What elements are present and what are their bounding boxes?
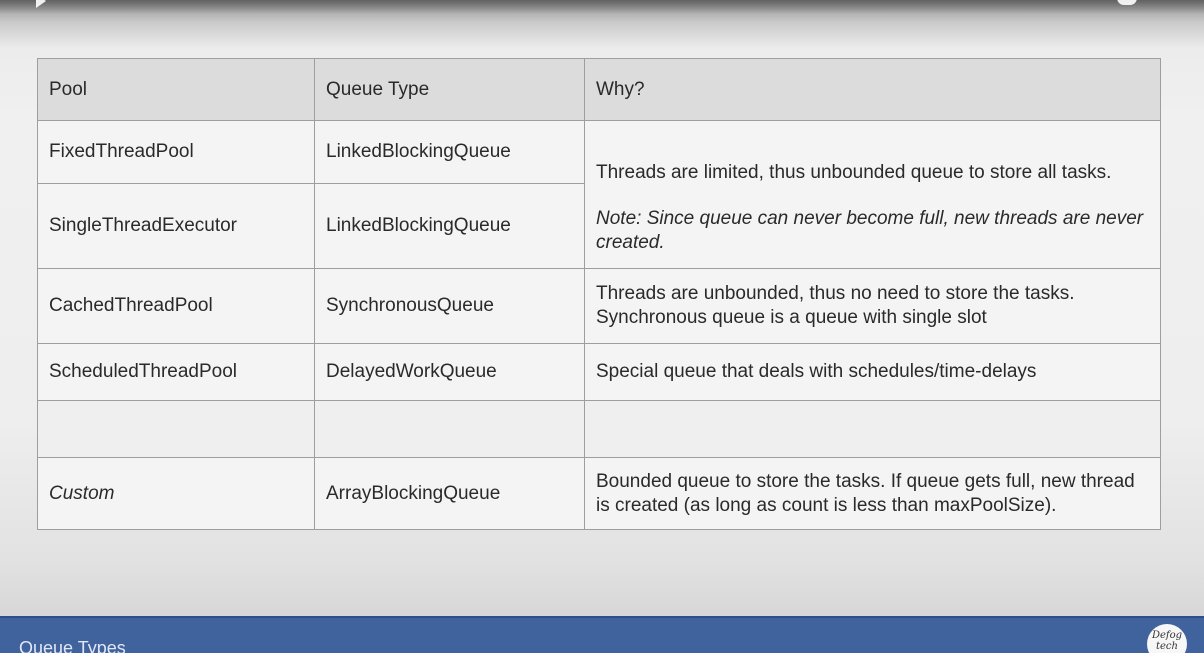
queue-cell: LinkedBlockingQueue bbox=[314, 120, 585, 184]
queue-cell-empty bbox=[314, 400, 585, 458]
why-cell: Bounded queue to store the tasks. If que… bbox=[584, 457, 1161, 530]
brand-logo: Defog tech bbox=[1147, 624, 1187, 653]
why-cell-merged: Threads are limited, thus unbounded queu… bbox=[584, 120, 1161, 269]
header-queue-type: Queue Type bbox=[314, 58, 585, 121]
queue-cell: DelayedWorkQueue bbox=[314, 343, 585, 401]
video-top-shade bbox=[0, 0, 1204, 14]
play-icon[interactable] bbox=[36, 0, 46, 8]
queue-types-table: Pool Queue Type Why? FixedThreadPool Lin… bbox=[37, 58, 1161, 530]
pool-cell: FixedThreadPool bbox=[37, 120, 315, 184]
table-row: CachedThreadPool SynchronousQueue Thread… bbox=[37, 268, 1161, 344]
why-cell: Threads are unbounded, thus no need to s… bbox=[584, 268, 1161, 344]
header-pool: Pool bbox=[37, 58, 315, 121]
why-note: Note: Since queue can never become full,… bbox=[596, 207, 1144, 253]
why-cell: Special queue that deals with schedules/… bbox=[584, 343, 1161, 401]
pool-cell: Custom bbox=[37, 457, 315, 530]
footer-bar: Queue Types Defog tech bbox=[0, 616, 1204, 653]
pool-cell: SingleThreadExecutor bbox=[37, 183, 315, 269]
queue-cell: SynchronousQueue bbox=[314, 268, 585, 344]
table-row: SingleThreadExecutor LinkedBlockingQueue bbox=[37, 183, 1161, 269]
queue-cell: ArrayBlockingQueue bbox=[314, 457, 585, 530]
table-header-row: Pool Queue Type Why? bbox=[37, 58, 1161, 121]
pool-cell: CachedThreadPool bbox=[37, 268, 315, 344]
pool-cell-empty bbox=[37, 400, 315, 458]
queue-cell: LinkedBlockingQueue bbox=[314, 183, 585, 269]
table-row: Custom ArrayBlockingQueue Bounded queue … bbox=[37, 457, 1161, 530]
table-row: FixedThreadPool LinkedBlockingQueue Thre… bbox=[37, 120, 1161, 269]
table-row-empty bbox=[37, 400, 1161, 458]
header-why: Why? bbox=[584, 58, 1161, 121]
footer-title: Queue Types bbox=[19, 638, 126, 653]
table-row: ScheduledThreadPool DelayedWorkQueue Spe… bbox=[37, 343, 1161, 401]
why-text: Threads are limited, thus unbounded queu… bbox=[596, 161, 1112, 183]
why-cell-empty bbox=[584, 400, 1161, 458]
pool-cell: ScheduledThreadPool bbox=[37, 343, 315, 401]
settings-dot-icon[interactable] bbox=[1117, 0, 1137, 5]
